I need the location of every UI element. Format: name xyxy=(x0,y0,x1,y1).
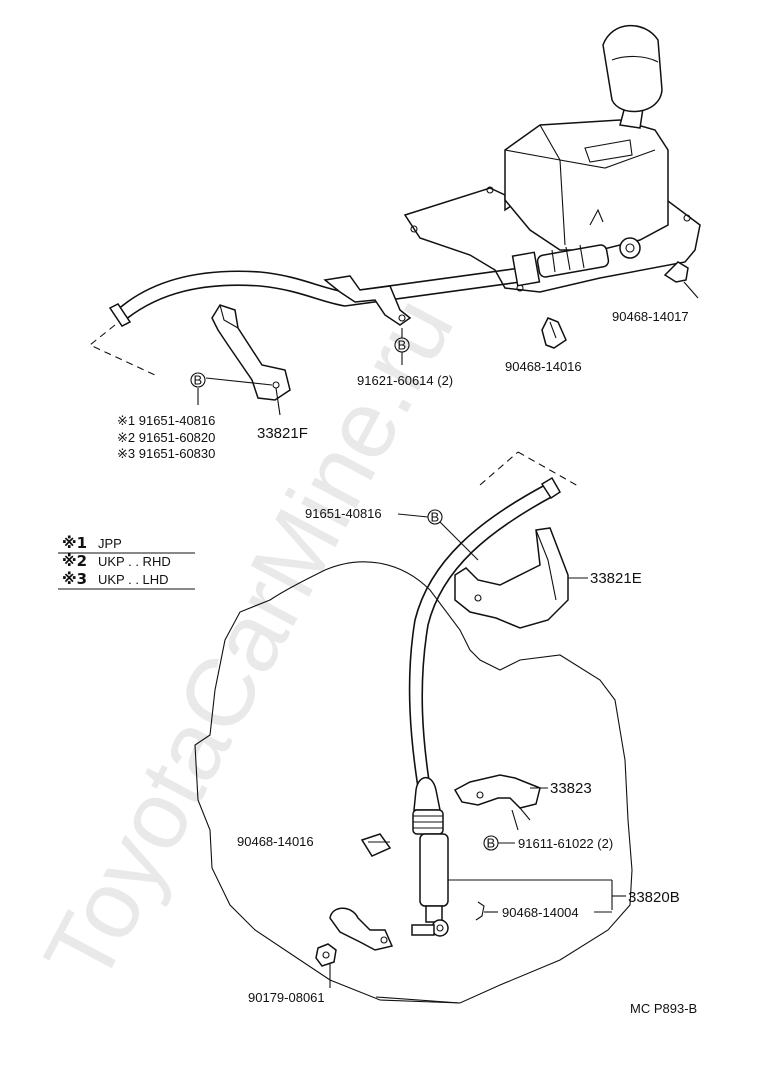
label-90468-14004: 90468-14004 xyxy=(502,905,579,920)
label-90468-14016-upper: 90468-14016 xyxy=(505,359,582,374)
label-90468-14017: 90468-14017 xyxy=(612,309,689,324)
label-91651-60830: ※3 91651-60830 xyxy=(117,446,215,461)
bracket-33823 xyxy=(453,774,541,831)
legend: ※1 JPP ※2 UKP . . RHD ※3 UKP . . LHD xyxy=(58,534,195,590)
figure-code: MC P893-B xyxy=(630,1001,697,1016)
svg-text:B: B xyxy=(487,836,496,851)
pin-90468-14004 xyxy=(475,901,485,921)
leader-lines xyxy=(329,577,626,1004)
part-labels: 90468-14017 90468-14016 91621-60614 (2) … xyxy=(117,309,697,1016)
label-91651-40816-jpp: ※1 91651-40816 xyxy=(117,413,215,428)
label-33823: 33823 xyxy=(550,780,592,797)
legend-mark-3: ※3 xyxy=(62,570,87,588)
label-91651-40816: 91651-40816 xyxy=(305,506,382,521)
bolt-marker-b-top: B xyxy=(394,328,410,365)
clip-90468-14017 xyxy=(663,261,699,299)
bolt-marker-b-33823: B xyxy=(483,835,515,851)
shift-lever-arm xyxy=(329,907,394,951)
clip-90468-14016-upper xyxy=(541,317,567,349)
legend-mark-1: ※1 xyxy=(62,534,87,552)
shift-cable-lower xyxy=(408,476,561,937)
svg-text:B: B xyxy=(194,373,203,388)
label-91611-61022: 91611-61022 (2) xyxy=(518,836,613,851)
bracket-33821F xyxy=(211,304,291,416)
svg-text:B: B xyxy=(398,338,407,353)
svg-text:B: B xyxy=(431,510,440,525)
label-91621-60614: 91621-60614 (2) xyxy=(357,373,453,388)
bracket-33821E xyxy=(454,527,569,629)
bolt-marker-b-left: B xyxy=(190,372,273,405)
nut-90179-08061 xyxy=(315,943,337,967)
legend-text-3: UKP . . LHD xyxy=(98,572,169,587)
shift-lever-assembly xyxy=(403,24,701,293)
shift-cable-upper xyxy=(88,237,641,376)
label-91651-60820: ※2 91651-60820 xyxy=(117,430,215,445)
label-33820B: 33820B xyxy=(628,889,680,906)
label-90179-08061: 90179-08061 xyxy=(248,990,325,1005)
label-90468-14016-lower: 90468-14016 xyxy=(237,834,314,849)
bolt-marker-b-33821E: B xyxy=(397,509,479,561)
transmission-housing-outline xyxy=(194,451,633,1004)
legend-text-1: JPP xyxy=(98,536,122,551)
legend-mark-2: ※2 xyxy=(62,552,87,570)
watermark: ToyotaCarMine.ru xyxy=(24,281,474,1000)
legend-text-2: UKP . . RHD xyxy=(98,554,171,569)
clip-90468-14016-lower xyxy=(360,833,392,857)
label-33821E: 33821E xyxy=(590,570,642,587)
label-33821F: 33821F xyxy=(257,425,308,442)
